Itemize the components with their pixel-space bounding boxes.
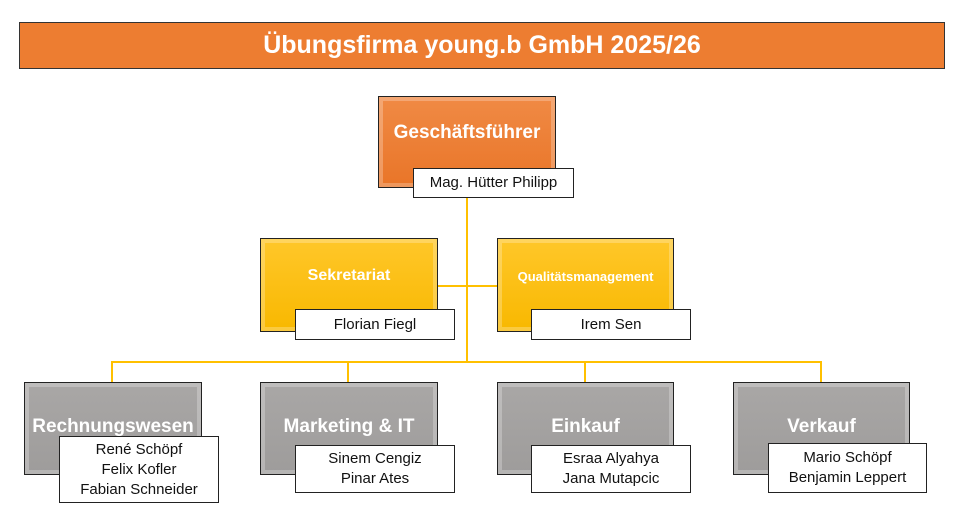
- verkauf-name-box: Mario Schöpf Benjamin Leppert: [768, 443, 927, 493]
- person-name: Felix Kofler: [101, 460, 177, 478]
- role-label: Marketing & IT: [283, 415, 415, 437]
- person-name: Fabian Schneider: [80, 480, 198, 498]
- person-name: Sinem Cengiz: [328, 450, 422, 467]
- role-label: Rechnungswesen: [32, 415, 194, 437]
- connector-line: [347, 361, 349, 382]
- connector-line: [111, 361, 113, 382]
- person-name: René Schöpf: [95, 440, 183, 458]
- connector-line: [820, 361, 822, 382]
- rechnungswesen-name-box: René Schöpf Felix Kofler Fabian Schneide…: [59, 436, 219, 503]
- ceo-role: Geschäftsführer: [393, 122, 541, 143]
- connector-line: [438, 285, 497, 287]
- role-label: Verkauf: [787, 415, 856, 437]
- person-name: Benjamin Leppert: [788, 469, 907, 486]
- einkauf-name-box: Esraa Alyahya Jana Mutapcic: [531, 445, 691, 493]
- person-name: Pinar Ates: [340, 470, 410, 487]
- person-name: Mario Schöpf: [803, 449, 892, 466]
- connector-line: [584, 361, 586, 382]
- qualitaetsmanagement-name-box: Irem Sen: [531, 309, 691, 340]
- role-label: Sekretariat: [307, 267, 391, 284]
- ceo-name-box: Mag. Hütter Philipp: [413, 168, 574, 198]
- role-label: Qualitätsmanagement: [517, 268, 654, 284]
- connector-line: [111, 361, 822, 363]
- chart-title: Übungsfirma young.b GmbH 2025/26: [19, 22, 945, 69]
- person-name: Florian Fiegl: [333, 315, 417, 333]
- person-name: Jana Mutapcic: [562, 470, 660, 487]
- role-label: Einkauf: [551, 415, 620, 437]
- ceo-name: Mag. Hütter Philipp: [429, 174, 558, 191]
- person-name: Esraa Alyahya: [563, 450, 659, 467]
- connector-line: [466, 198, 468, 363]
- marketing-it-name-box: Sinem Cengiz Pinar Ates: [295, 445, 455, 493]
- person-name: Irem Sen: [580, 315, 642, 333]
- sekretariat-name-box: Florian Fiegl: [295, 309, 455, 340]
